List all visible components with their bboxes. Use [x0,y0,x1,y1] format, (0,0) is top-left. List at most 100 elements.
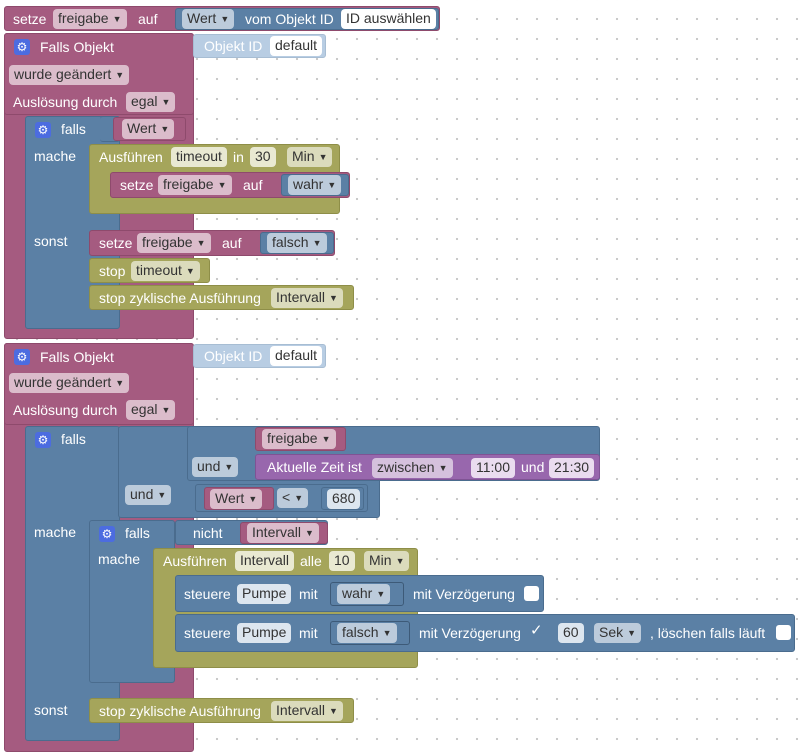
interval-name-dropdown[interactable]: Intervall▼ [271,288,343,308]
attr-dropdown[interactable]: Wert▼ [182,9,235,29]
get-object-value-block[interactable]: Wert▼ vom Objekt ID ID auswählen [175,8,439,30]
bool-wahr-block[interactable]: wahr▼ [281,174,349,196]
chevron-down-icon: ▼ [294,493,304,503]
compare-left-block[interactable]: Wert▼ [204,487,274,510]
interval-name-dropdown[interactable]: Intervall▼ [271,701,343,721]
bool-dropdown[interactable]: wahr▼ [337,584,391,604]
bool-wahr-block[interactable]: wahr▼ [330,582,404,606]
and-dropdown[interactable]: und▼ [125,485,172,505]
delay-unit-dropdown[interactable]: Sek▼ [594,623,642,643]
label-stop-zyklisch: stop zyklische Ausführung [99,703,261,719]
bool-dropdown[interactable]: falsch▼ [337,623,397,643]
compare-right-block[interactable]: 680 [321,487,364,510]
gear-icon[interactable]: ⚙ [14,39,30,55]
set-falsch-block[interactable]: setze freigabe▼ auf falsch▼ [89,230,335,256]
label-aktuelle-zeit: Aktuelle Zeit ist [267,459,362,475]
chevron-down-icon: ▼ [115,70,125,80]
bool-dropdown[interactable]: falsch▼ [267,233,327,253]
time-to-field[interactable]: 21:30 [549,458,595,478]
set-wahr-block[interactable]: setze freigabe▼ auf wahr▼ [110,172,350,198]
delay-checkbox[interactable] [524,586,539,601]
delay-value-field[interactable]: 60 [558,623,584,643]
compare-block[interactable]: Wert▼ <▼ 680 [195,484,368,512]
chevron-down-icon: ▼ [318,152,328,162]
label-setze: setze [120,177,154,193]
gear-icon[interactable]: ⚙ [99,526,115,542]
bool-falsch-block[interactable]: falsch▼ [330,621,410,645]
control-block-1[interactable]: steuere Pumpe mit wahr▼ mit Verzögerung [175,575,544,612]
var-intervall-block[interactable]: Intervall▼ [240,522,328,544]
stop-interval-block-2[interactable]: stop zyklische Ausführung Intervall▼ [89,698,354,723]
trigger-block-2-header[interactable]: ⚙ Falls Objekt wurde geändert▼ Auslösung… [4,343,194,425]
label-objekt-id: Objekt ID [204,38,263,54]
dropdown-value: < [282,489,291,505]
interval-value-field[interactable]: 10 [329,551,355,571]
timeout-unit-dropdown[interactable]: Min▼ [287,147,333,167]
gear-icon[interactable]: ⚙ [35,122,51,138]
device-field[interactable]: Pumpe [237,623,292,643]
label-steuere: steuere [184,625,231,641]
not-block[interactable]: nicht Intervall▼ [175,520,328,545]
and-dropdown[interactable]: und▼ [192,457,239,477]
timeout-value-field[interactable]: 30 [250,147,276,167]
dropdown-value: zwischen [377,459,435,475]
interval-name-field[interactable]: Intervall [235,551,295,571]
control-block-2[interactable]: steuere Pumpe mit falsch▼ mit Verzögerun… [175,614,795,652]
stop-timeout-dropdown[interactable]: timeout▼ [131,261,200,281]
bool-falsch-block[interactable]: falsch▼ [260,232,334,254]
chevron-down-icon: ▼ [157,490,167,500]
ausloesung-dropdown[interactable]: egal▼ [126,400,176,420]
check-icon[interactable]: ✓ [530,622,543,639]
chevron-down-icon: ▼ [217,180,227,190]
dropdown-value: falsch [272,234,309,250]
time-from-field[interactable]: 11:00 [471,458,515,478]
chevron-down-icon: ▼ [161,97,171,107]
chevron-down-icon: ▼ [220,14,230,24]
stop-interval-block-1[interactable]: stop zyklische Ausführung Intervall▼ [89,285,354,310]
condition-dropdown[interactable]: wurde geändert▼ [9,373,130,393]
set-from-object-block[interactable]: setze freigabe▼ auf Wert▼ vom Objekt ID … [4,6,440,31]
object-id-block-2[interactable]: Objekt ID default [193,344,326,368]
dropdown-value: egal [131,93,158,109]
label-ausfuehren: Ausführen [163,553,227,569]
var-freigabe-block[interactable]: freigabe▼ [255,427,346,451]
var-dropdown[interactable]: freigabe▼ [137,233,211,253]
clear-checkbox[interactable] [776,625,791,640]
chevron-down-icon: ▼ [382,628,392,638]
time-mode-dropdown[interactable]: zwischen▼ [372,458,453,478]
operator-dropdown[interactable]: <▼ [277,488,309,508]
dropdown-value: Wert [187,10,217,26]
object-id-block-1[interactable]: Objekt ID default [193,34,326,58]
dropdown-value: Intervall [276,702,326,718]
object-id-field[interactable]: default [270,346,323,366]
gear-icon[interactable]: ⚙ [35,432,51,448]
dropdown-value: falsch [342,624,379,640]
label-mache: mache [34,148,77,164]
label-ausloesung: Auslösung durch [13,402,118,418]
id-select-field[interactable]: ID auswählen [341,9,436,29]
gear-icon[interactable]: ⚙ [14,349,30,365]
stop-timeout-block[interactable]: stop timeout▼ [89,258,210,283]
falls-value-block[interactable]: Wert▼ [113,117,186,141]
label-falls: falls [125,525,150,541]
condition-dropdown[interactable]: wurde geändert▼ [9,65,130,85]
label-auf: auf [243,177,263,193]
dropdown-value: Intervall [276,289,326,305]
time-compare-block[interactable]: Aktuelle Zeit ist zwischen▼ 11:00 und 21… [255,454,600,480]
var-dropdown[interactable]: freigabe▼ [262,429,336,449]
var-dropdown[interactable]: Intervall▼ [247,523,319,543]
trigger-block-1-header[interactable]: ⚙ Falls Objekt wurde geändert▼ Auslösung… [4,33,194,115]
object-id-field[interactable]: default [270,36,323,56]
compare-left-dropdown[interactable]: Wert▼ [210,489,263,509]
ausloesung-dropdown[interactable]: egal▼ [126,92,176,112]
device-field[interactable]: Pumpe [237,584,292,604]
interval-unit-dropdown[interactable]: Min▼ [364,551,410,571]
falls-value-dropdown[interactable]: Wert▼ [122,119,175,139]
dropdown-value: Intervall [252,524,302,540]
var-dropdown[interactable]: freigabe▼ [53,9,127,29]
compare-right-field[interactable]: 680 [327,489,361,509]
label-sonst: sonst [34,702,68,718]
timeout-name-field[interactable]: timeout [171,147,227,167]
bool-dropdown[interactable]: wahr▼ [288,175,342,195]
var-dropdown[interactable]: freigabe▼ [158,175,232,195]
